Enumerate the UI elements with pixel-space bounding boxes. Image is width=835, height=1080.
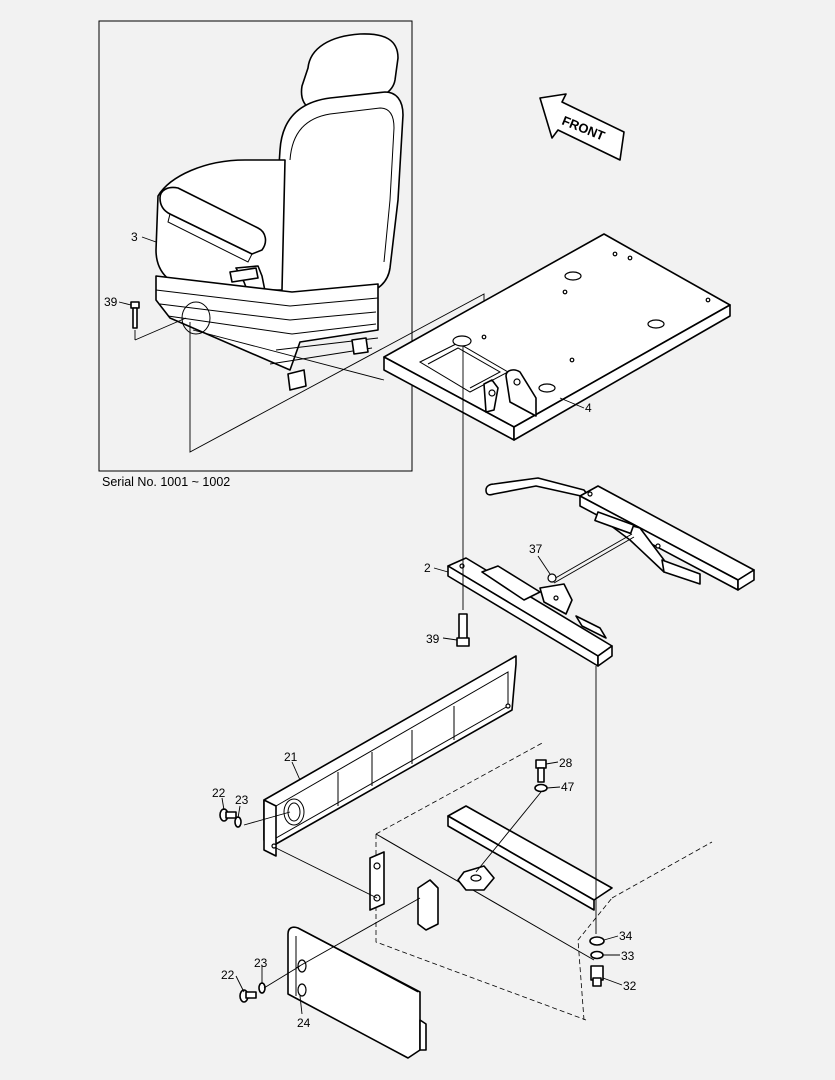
- callout-24: 24: [297, 1016, 311, 1030]
- inset-guide-line-a: [134, 317, 187, 341]
- callout-39-inset: 39: [104, 295, 118, 309]
- callout-39-lower: 39: [426, 632, 440, 646]
- slide-rail-right-with-lever: [485, 477, 755, 591]
- side-cover-part-21: [263, 655, 517, 857]
- callout-22-upper: 22: [212, 786, 226, 800]
- seat-frame-dashed: [369, 741, 713, 1021]
- front-direction-arrow: FRONT: [539, 93, 625, 161]
- callout-33: 33: [621, 949, 635, 963]
- callout-28: 28: [559, 756, 573, 770]
- inset-caption: Serial No. 1001 ~ 1002: [102, 475, 230, 489]
- callout-21: 21: [284, 750, 298, 764]
- callout-4: 4: [585, 401, 592, 415]
- callout-47: 47: [561, 780, 575, 794]
- inset-frame: [98, 20, 413, 472]
- slide-rail-part-2: [447, 557, 613, 667]
- bolt-39-inset: [130, 301, 140, 329]
- bolt-39-lower: [456, 613, 470, 647]
- washer-33: [590, 950, 604, 960]
- washer-23-upper: [234, 816, 242, 828]
- callout-23-lower: 23: [254, 956, 268, 970]
- washer-34: [589, 936, 605, 946]
- nut-32: [590, 965, 604, 987]
- bolt-28: [535, 759, 547, 783]
- washer-47: [534, 783, 548, 793]
- callout-34: 34: [619, 929, 633, 943]
- callout-3: 3: [131, 230, 138, 244]
- callout-leaders: [118, 236, 623, 1015]
- assembly-guide-lines: [243, 346, 597, 989]
- callout-23-upper: 23: [235, 793, 249, 807]
- callout-22-lower: 22: [221, 968, 235, 982]
- callout-32: 32: [623, 979, 637, 993]
- end-cover-part-24: [287, 926, 427, 1059]
- screw-22-upper: [219, 808, 237, 822]
- wire-link-part-37: [547, 533, 635, 584]
- mounting-plate-part-4: [383, 233, 731, 441]
- serial-inset: Serial No. 1001 ~ 1002: [98, 20, 485, 489]
- callout-37: 37: [529, 542, 543, 556]
- seat-part-3: [155, 33, 404, 391]
- callout-2: 2: [424, 561, 431, 575]
- screw-22-lower: [239, 989, 257, 1003]
